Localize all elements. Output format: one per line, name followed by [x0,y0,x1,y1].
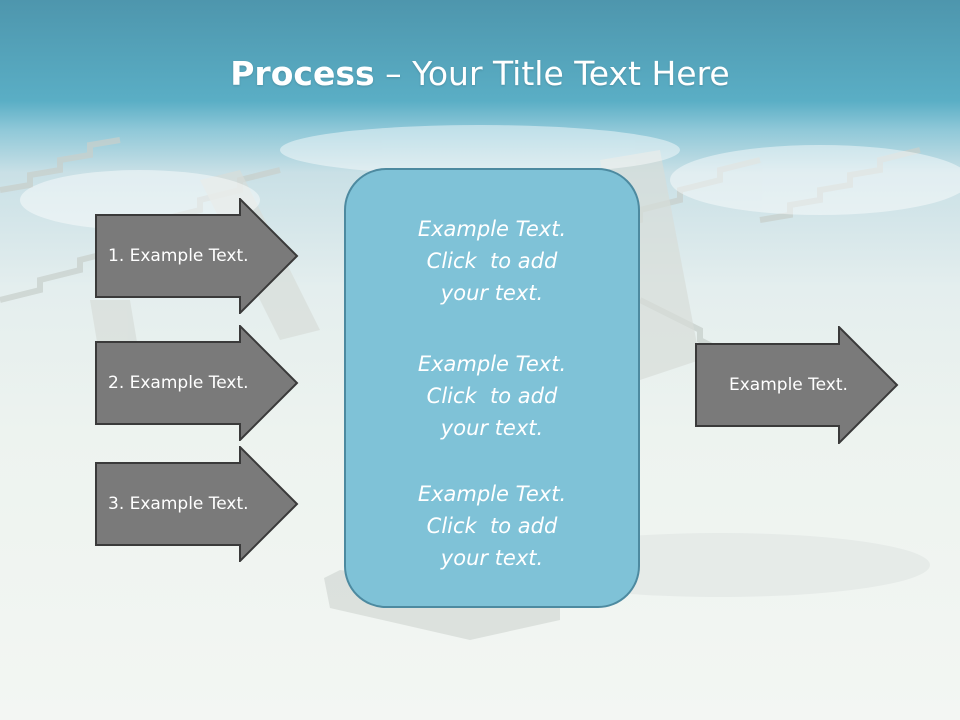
block-line: Example Text. [417,482,567,506]
title-bold: Process [230,54,375,93]
title-rest: – Your Title Text Here [374,54,730,93]
left-arrow-2-label: 2. Example Text. [108,373,249,393]
left-arrow-2[interactable]: 2. Example Text. [95,325,299,441]
block-line: Example Text. [417,352,567,376]
block-line: Click to add [426,384,558,408]
center-text-block-3[interactable]: Example Text. Click to add your text. [346,478,638,574]
right-arrow-label: Example Text. [729,375,848,395]
block-line: your text. [440,546,544,570]
left-arrow-3[interactable]: 3. Example Text. [95,446,299,562]
block-line: Example Text. [417,217,567,241]
arrow-shape-icon [95,325,299,441]
left-arrow-3-label: 3. Example Text. [108,494,249,514]
block-line: your text. [440,281,544,305]
left-arrow-1[interactable]: 1. Example Text. [95,198,299,314]
arrow-shape-icon [95,446,299,562]
right-arrow[interactable]: Example Text. [695,326,899,444]
arrow-shape-icon [695,326,899,444]
left-arrow-1-label: 1. Example Text. [108,246,249,266]
block-line: your text. [440,416,544,440]
center-text-block-1[interactable]: Example Text. Click to add your text. [346,213,638,309]
block-line: Click to add [426,514,558,538]
center-text-box[interactable]: Example Text. Click to add your text. Ex… [344,168,640,608]
block-line: Click to add [426,249,558,273]
slide-title: Process – Your Title Text Here [0,52,960,96]
center-text-block-2[interactable]: Example Text. Click to add your text. [346,348,638,444]
arrow-shape-icon [95,198,299,314]
